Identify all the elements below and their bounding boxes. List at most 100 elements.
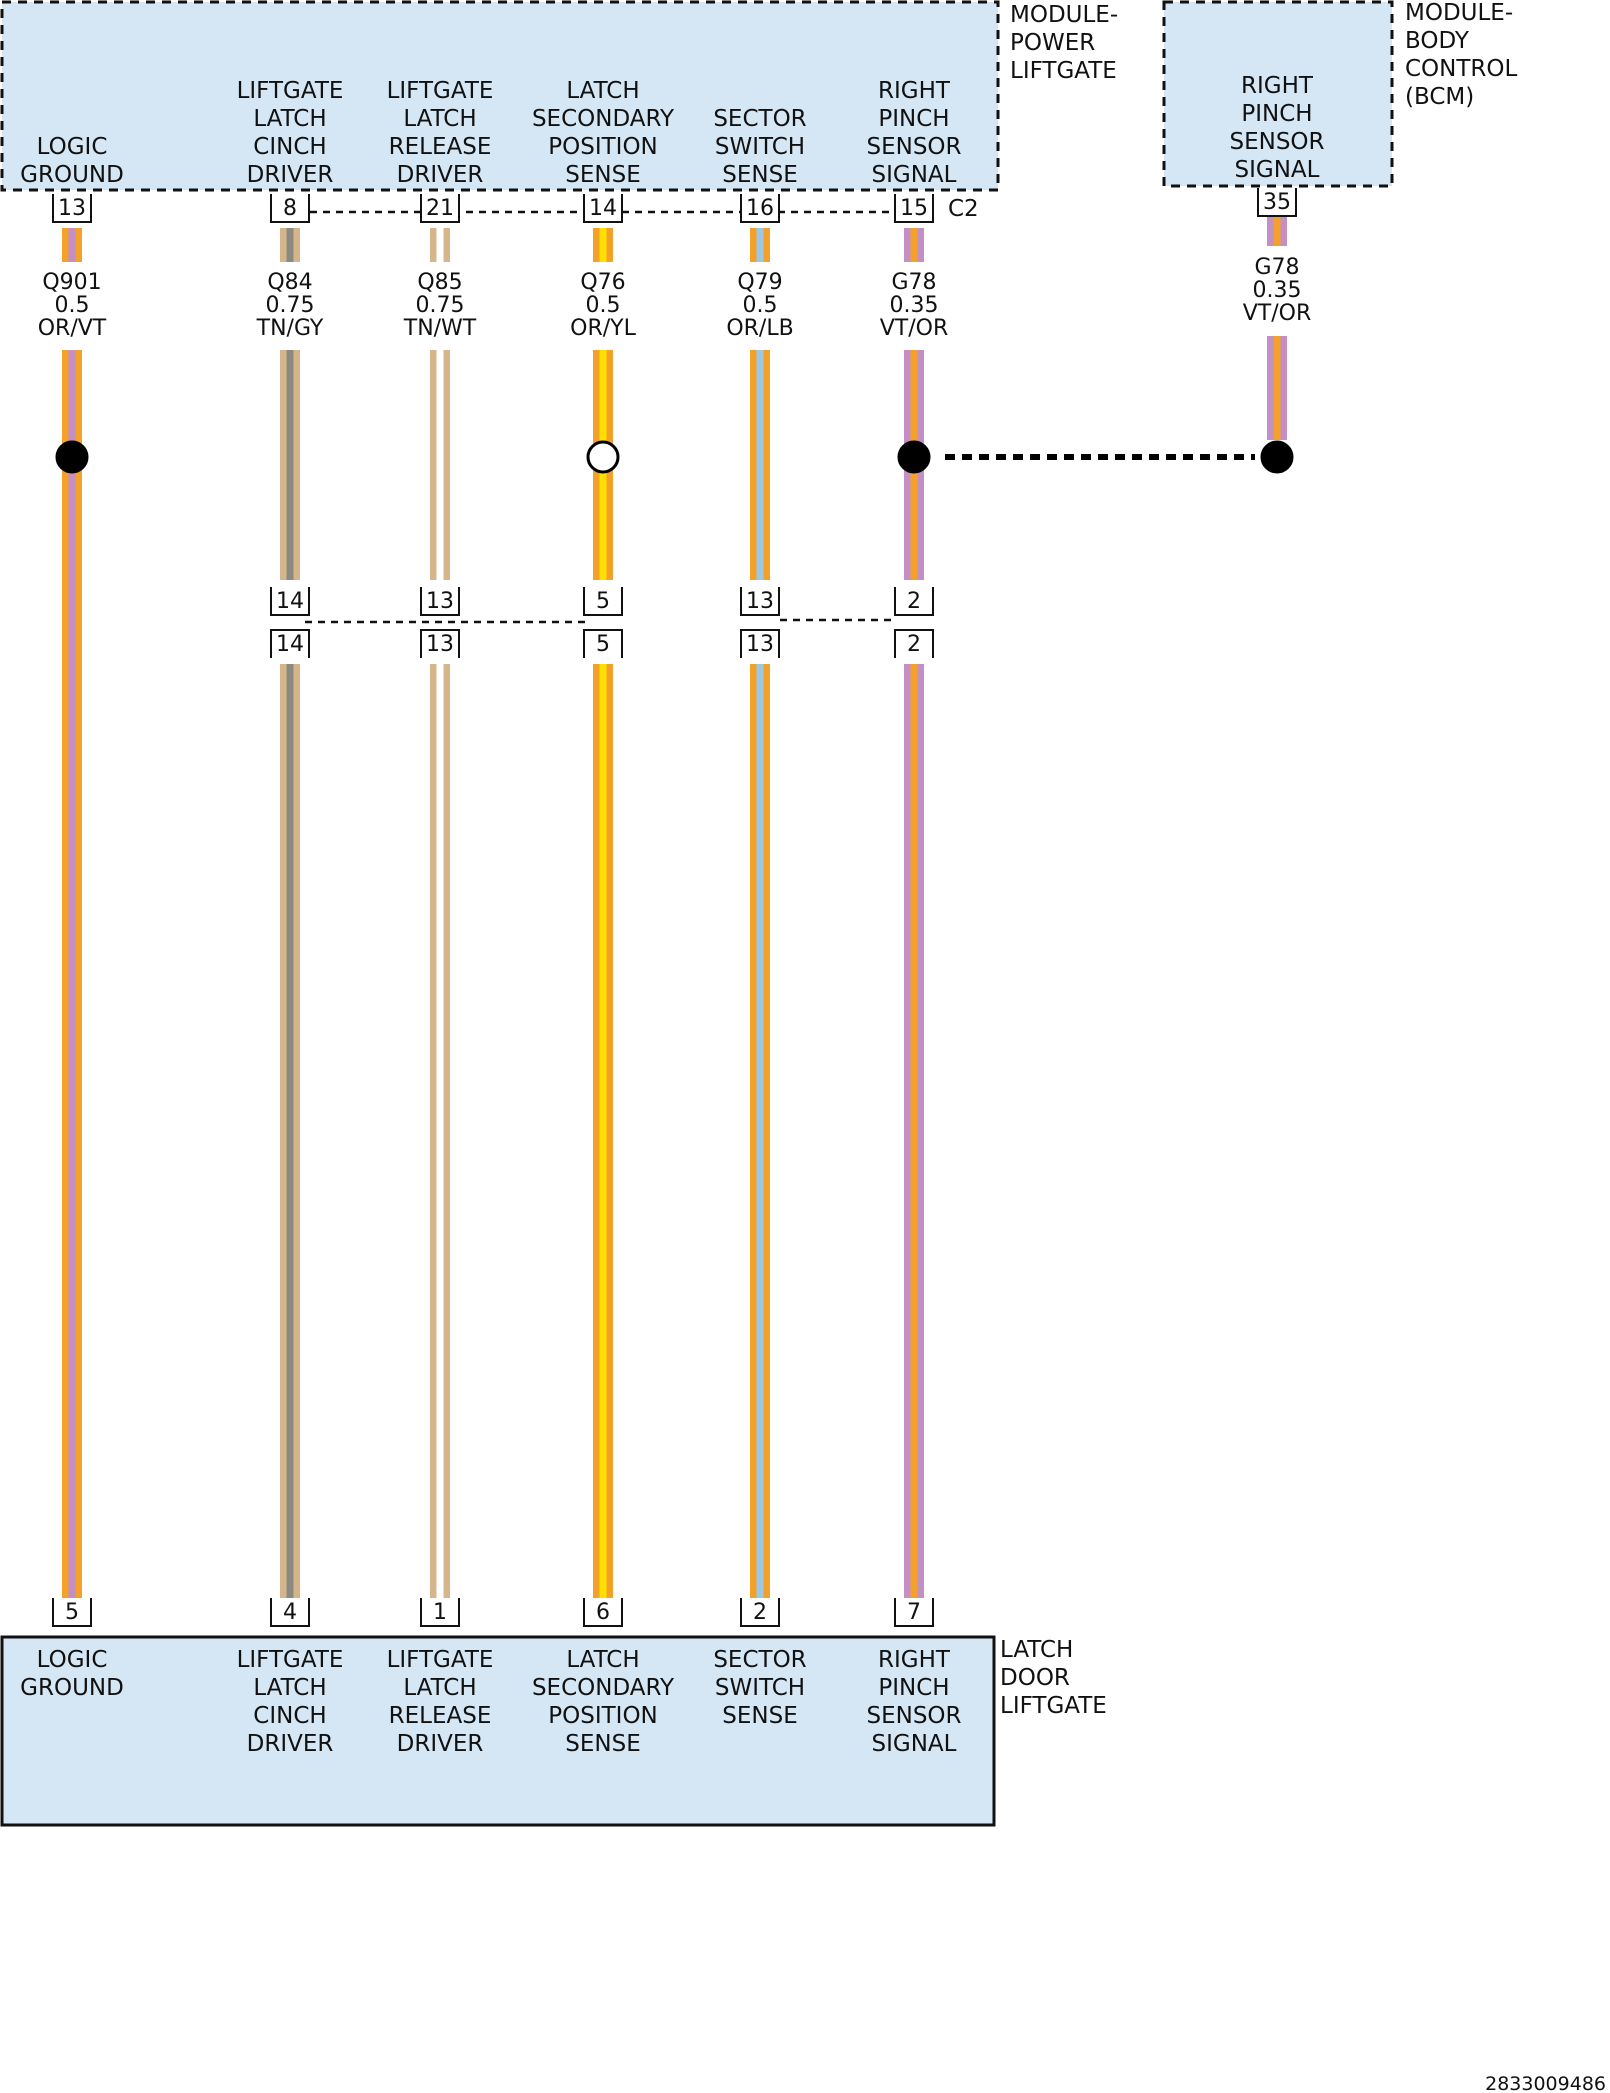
wire-g78-bcm-lower-stripe	[1273, 336, 1281, 440]
wire-q76-top-stripe	[599, 228, 607, 262]
inline-lower-pin-13-4-label: 13	[746, 632, 774, 657]
liftgate-pin-15-frame	[894, 194, 934, 223]
latch-pin-1: 1	[420, 1598, 460, 1627]
inline-upper-pin-13-2: 13	[420, 587, 460, 616]
liftgate-pin-15: 15	[894, 194, 934, 223]
bcm-pin-35-frame	[1257, 188, 1297, 217]
latch-pin-2: 2	[740, 1598, 780, 1627]
inline-lower-pin-5-3-frame	[583, 629, 623, 658]
inline-upper-pin-14-1-label: 14	[276, 589, 304, 614]
wire-g78-bcm-top-stripe	[1273, 216, 1281, 246]
wire-g78-lower	[904, 664, 924, 1598]
wire-q901-top	[62, 228, 82, 262]
inline-upper-pin-2-5-label: 2	[907, 589, 921, 614]
latch-pin-4-frame	[270, 1598, 310, 1627]
wire-q85-top-stripe	[436, 228, 444, 262]
liftgate-pin-13-frame	[52, 194, 92, 223]
inline-upper-pin-5-3-label: 5	[596, 589, 610, 614]
wire-q79-top-stripe	[756, 228, 764, 262]
inline-upper-pin-13-4: 13	[740, 587, 780, 616]
inline-lower-pin-5-3: 5	[583, 629, 623, 658]
wire-q84-lower	[280, 664, 300, 1598]
module-latch-door-liftgate	[0, 1635, 996, 1827]
wire-q84-upper-stripe	[286, 350, 294, 580]
wire-q76-lower	[593, 664, 613, 1598]
latch-pin-7-label: 7	[907, 1600, 921, 1625]
inline-upper-pin-13-2-frame	[420, 587, 460, 616]
wire-q79-lower-stripe	[756, 664, 764, 1598]
liftgate-pin-16: 16	[740, 194, 780, 223]
liftgate-pin-16-frame	[740, 194, 780, 223]
wire-q79-upper-stripe	[756, 350, 764, 580]
inline-upper-pin-13-2-label: 13	[426, 589, 454, 614]
latch-pin-1-frame	[420, 1598, 460, 1627]
wire-q84-upper	[280, 350, 300, 580]
wire-q85-lower	[430, 664, 450, 1598]
liftgate-pin-13: 13	[52, 194, 92, 223]
inline-lower-pin-2-5-label: 2	[907, 632, 921, 657]
inline-upper-pin-13-4-label: 13	[746, 589, 774, 614]
bcm-pin-35-label: 35	[1263, 190, 1291, 215]
latch-pin-7: 7	[894, 1598, 934, 1627]
latch-pin-6-label: 6	[596, 1600, 610, 1625]
inline-upper-pin-14-1: 14	[270, 587, 310, 616]
wire-q79-upper	[750, 350, 770, 580]
inline-upper-pin-14-1-frame	[270, 587, 310, 616]
inline-lower-pin-5-3-label: 5	[596, 632, 610, 657]
splice-2	[897, 440, 931, 474]
liftgate-pin-14-frame	[583, 194, 623, 223]
wire-q85-top	[430, 228, 450, 262]
wire-q84-top-stripe	[286, 228, 294, 262]
liftgate-pin-21: 21	[420, 194, 460, 223]
inline-upper-pin-5-3: 5	[583, 587, 623, 616]
wire-q84-lower-stripe	[286, 664, 294, 1598]
liftgate-pin-14-label: 14	[589, 196, 617, 221]
wire-q84-top	[280, 228, 300, 262]
inline-upper-pin-2-5-frame	[894, 587, 934, 616]
inline-upper-pin-13-4-frame	[740, 587, 780, 616]
latch-pin-4: 4	[270, 1598, 310, 1627]
inline-lower-pin-14-1: 14	[270, 629, 310, 658]
wire-q79-top	[750, 228, 770, 262]
latch-pin-6-frame	[583, 1598, 623, 1627]
liftgate-pin-8-frame	[270, 194, 310, 223]
liftgate-pin-8: 8	[270, 194, 310, 223]
liftgate-pin-14: 14	[583, 194, 623, 223]
liftgate-pin-13-label: 13	[58, 196, 86, 221]
wire-g78-top	[904, 228, 924, 262]
inline-lower-pin-2-5-frame	[894, 629, 934, 658]
wire-q901-main	[62, 350, 82, 1598]
wire-g78-bcm-lower	[1267, 336, 1287, 440]
wire-g78-bcm-top	[1267, 216, 1287, 246]
wire-q76-lower-stripe	[599, 664, 607, 1598]
latch-pin-2-frame	[740, 1598, 780, 1627]
inline-lower-pin-13-2: 13	[420, 629, 460, 658]
wire-q85-lower-stripe	[436, 664, 444, 1598]
latch-pin-2-label: 2	[753, 1600, 767, 1625]
wire-q79-lower	[750, 664, 770, 1598]
module-power-liftgate	[0, 0, 1000, 192]
liftgate-pin-8-label: 8	[283, 196, 297, 221]
document-id: 2833009486	[1485, 2073, 1606, 2093]
splice-0	[55, 440, 89, 474]
latch-pin-1-label: 1	[433, 1600, 447, 1625]
latch-pin-7-frame	[894, 1598, 934, 1627]
wire-g78-lower-stripe	[910, 664, 918, 1598]
